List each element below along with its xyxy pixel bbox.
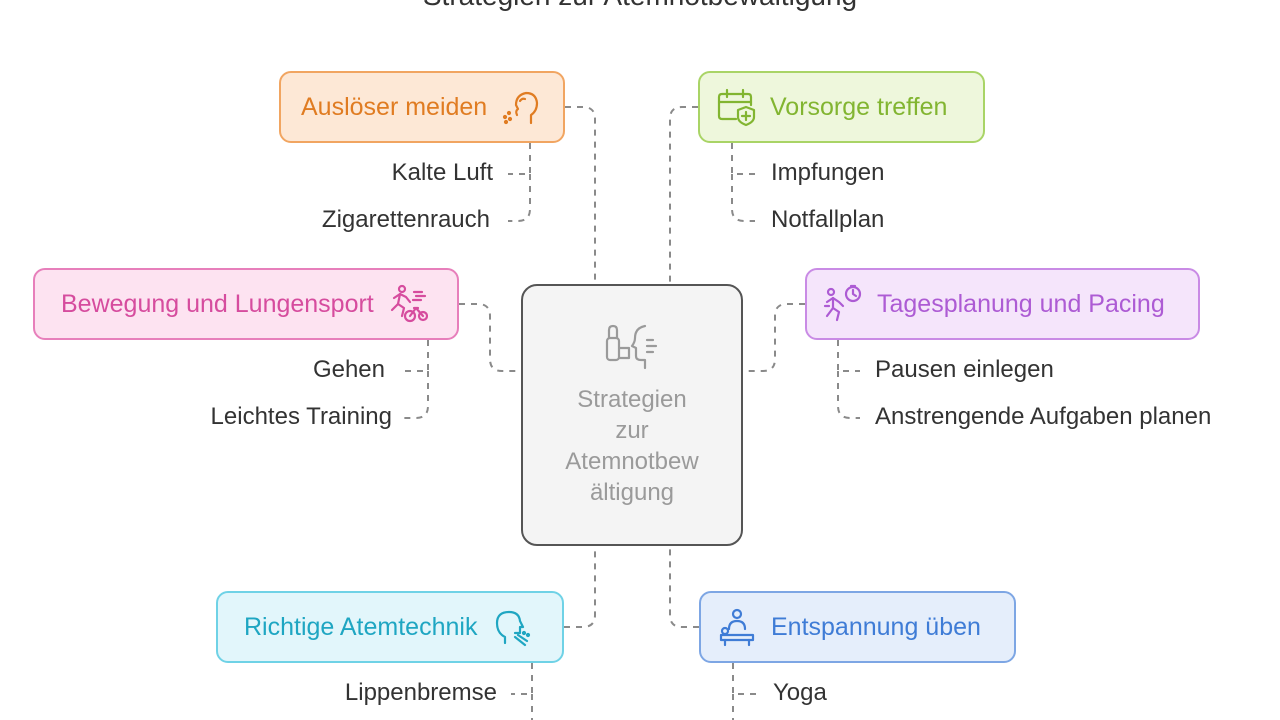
node-ausloeser-label: Auslöser meiden — [301, 92, 488, 121]
leaf-gehen: Gehen — [312, 356, 385, 383]
massage-icon — [717, 607, 757, 647]
connector-leaf-yoga — [732, 663, 756, 720]
connector-leaf-gehen — [404, 340, 429, 372]
node-atemtechnik-label: Richtige Atemtechnik — [244, 612, 478, 641]
connector-leaf-leichtes-training — [404, 371, 429, 419]
connector-leaf-notfallplan — [731, 174, 755, 222]
leaf-anstrengende-aufgaben: Anstrengende Aufgaben planen — [875, 403, 1212, 430]
leaf-pausen-einlegen: Pausen einlegen — [875, 356, 1054, 383]
leaf-yoga: Yoga — [773, 679, 827, 706]
node-entspannung-label: Entspannung üben — [771, 612, 981, 641]
node-entspannung-ueben[interactable]: Entspannung üben — [699, 591, 1016, 663]
calendar-shield-icon — [716, 87, 756, 127]
connector-ausloeser — [565, 106, 596, 284]
node-ausloeser-meiden[interactable]: Auslöser meiden — [279, 71, 565, 143]
node-vorsorge-label: Vorsorge treffen — [770, 92, 948, 121]
node-vorsorge-treffen[interactable]: Vorsorge treffen — [698, 71, 985, 143]
node-bewegung-lungensport[interactable]: Bewegung und Lungensport — [33, 268, 459, 340]
connector-atemtechnik — [564, 546, 596, 628]
connector-leaf-impfungen — [731, 143, 755, 175]
node-richtige-atemtechnik[interactable]: Richtige Atemtechnik — [216, 591, 564, 663]
runner-bike-icon — [388, 284, 428, 324]
leaf-leichtes-training: Leichtes Training — [210, 403, 392, 430]
face-breath-icon — [501, 87, 541, 127]
connector-bewegung — [459, 303, 521, 372]
center-node[interactable]: Strategien zur Atemnotbew ältigung — [521, 284, 743, 546]
node-tagesplanung-pacing[interactable]: Tagesplanung und Pacing — [805, 268, 1200, 340]
inhaler-breathing-icon — [605, 324, 658, 370]
connector-leaf-pausen — [837, 340, 860, 372]
connector-leaf-lippenbremse — [511, 663, 533, 720]
node-bewegung-label: Bewegung und Lungensport — [61, 289, 374, 318]
connector-entspannung — [669, 546, 699, 628]
leaf-impfungen: Impfungen — [771, 159, 885, 186]
connector-tagesplanung — [743, 303, 805, 372]
connector-leaf-zigarettenrauch — [508, 174, 531, 222]
leaf-zigarettenrauch: Zigarettenrauch — [321, 206, 490, 233]
center-label: Strategien zur Atemnotbew ältigung — [565, 386, 699, 506]
node-tagesplanung-label: Tagesplanung und Pacing — [877, 289, 1165, 318]
leaf-lippenbremse: Lippenbremse — [344, 679, 497, 706]
running-timer-icon — [823, 284, 863, 324]
leaf-notfallplan: Notfallplan — [771, 206, 885, 233]
connector-leaf-kalte-luft — [508, 143, 531, 175]
connector-vorsorge — [669, 106, 698, 284]
head-breath-icon — [491, 607, 531, 647]
leaf-kalte-luft: Kalte Luft — [391, 159, 493, 186]
connector-leaf-anstrengende — [837, 371, 860, 419]
